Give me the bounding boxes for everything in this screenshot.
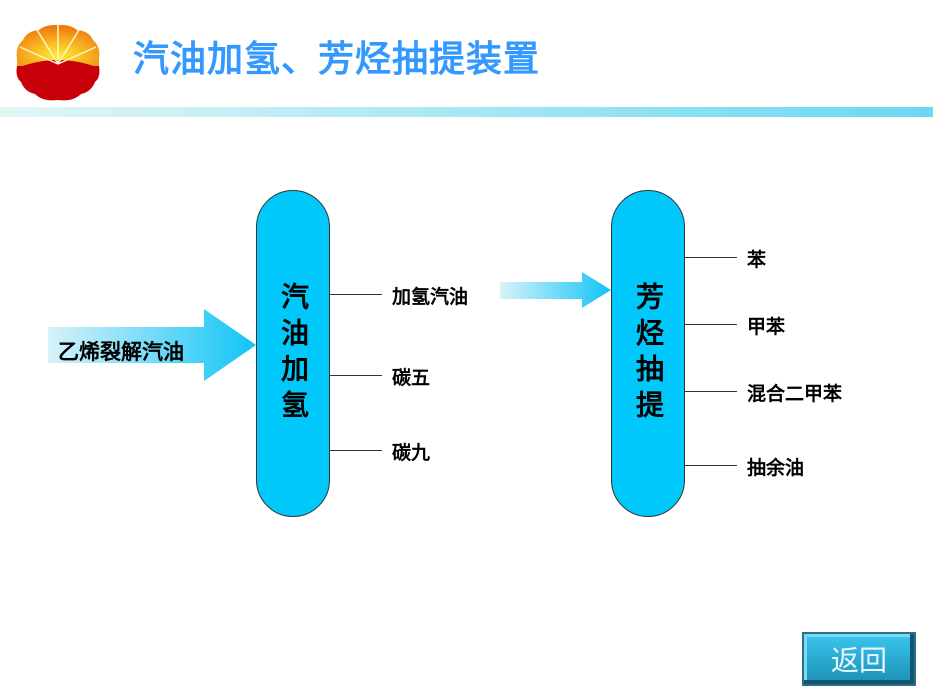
connector-line: [685, 391, 737, 392]
output-label: 碳五: [392, 367, 431, 389]
header-divider: [0, 107, 933, 117]
transfer-arrow: [500, 272, 611, 308]
gasoline-hydrogenation-unit: 汽油加氢: [256, 190, 330, 517]
feed-label: 乙烯裂解汽油: [58, 340, 184, 364]
feed-arrow: [48, 309, 256, 381]
output-label: 抽余油: [747, 457, 805, 479]
back-button[interactable]: 返回: [802, 632, 916, 686]
aromatics-extraction-unit: 芳烃抽提: [611, 190, 685, 517]
unit1-name: 汽油加氢: [277, 281, 310, 426]
connector-line: [330, 375, 382, 376]
connector-line: [330, 294, 382, 295]
connector-line: [330, 450, 382, 451]
output-label: 混合二甲苯: [747, 383, 843, 405]
output-label: 碳九: [392, 442, 431, 464]
connector-line: [685, 465, 737, 466]
unit2-name: 芳烃抽提: [632, 281, 665, 426]
output-label: 甲苯: [747, 316, 786, 338]
connector-line: [685, 257, 737, 258]
output-label: 苯: [747, 249, 767, 271]
petrochina-logo: [16, 24, 100, 101]
output-label: 加氢汽油: [392, 286, 469, 308]
page-title: 汽油加氢、芳烃抽提装置: [133, 39, 541, 80]
connector-line: [685, 324, 737, 325]
